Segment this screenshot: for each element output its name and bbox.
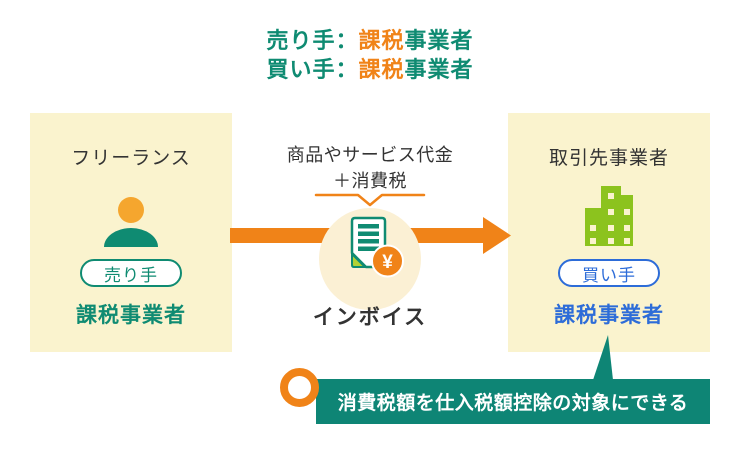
building-icon (508, 186, 710, 246)
seller-box: フリーランス 売り手 課税事業者 (30, 113, 232, 352)
header-buyer-highlight: 課税 (358, 57, 405, 82)
buyer-title: 取引先事業者 (548, 148, 669, 169)
buyer-role-label: 買い手 (582, 265, 636, 285)
seller-role-label: 売り手 (104, 265, 158, 285)
seller-role-pill: 売り手 (80, 259, 182, 287)
buyer-role-pill: 買い手 (558, 259, 660, 287)
invoice-label: インボイス (312, 306, 428, 329)
seller-status: 課税事業者 (76, 304, 186, 327)
seller-title: フリーランス (71, 148, 191, 169)
callout-pointer (593, 335, 613, 380)
header-buyer-suffix: 事業者 (404, 57, 474, 82)
yen-icon: ¥ (382, 252, 393, 273)
buyer-status: 課税事業者 (554, 304, 664, 327)
header-seller-suffix: 事業者 (404, 28, 474, 53)
buyer-box: 取引先事業者 買い手 課税事業者 (508, 113, 710, 352)
header-seller-prefix: 売り手： (266, 28, 359, 53)
payment-note: 商品やサービス代金 ＋消費税 (250, 142, 490, 194)
header-buyer-prefix: 買い手： (266, 57, 359, 82)
payment-note-line1: 商品やサービス代金 (286, 145, 454, 165)
header-seller-highlight: 課税 (358, 28, 405, 53)
callout-banner: 消費税額を仕入税額控除の対象にできる (316, 379, 710, 424)
header: 売り手：課税事業者 買い手：課税事業者 (0, 26, 740, 84)
payment-bracket (314, 193, 426, 207)
highlight-ring-icon (280, 368, 319, 407)
header-line-buyer: 買い手：課税事業者 (0, 55, 740, 84)
header-line-seller: 売り手：課税事業者 (0, 26, 740, 55)
person-icon (30, 196, 232, 248)
invoice-document-icon: ¥ (350, 216, 404, 278)
callout-text: 消費税額を仕入税額控除の対象にできる (337, 393, 689, 414)
payment-note-line2: ＋消費税 (333, 171, 407, 191)
